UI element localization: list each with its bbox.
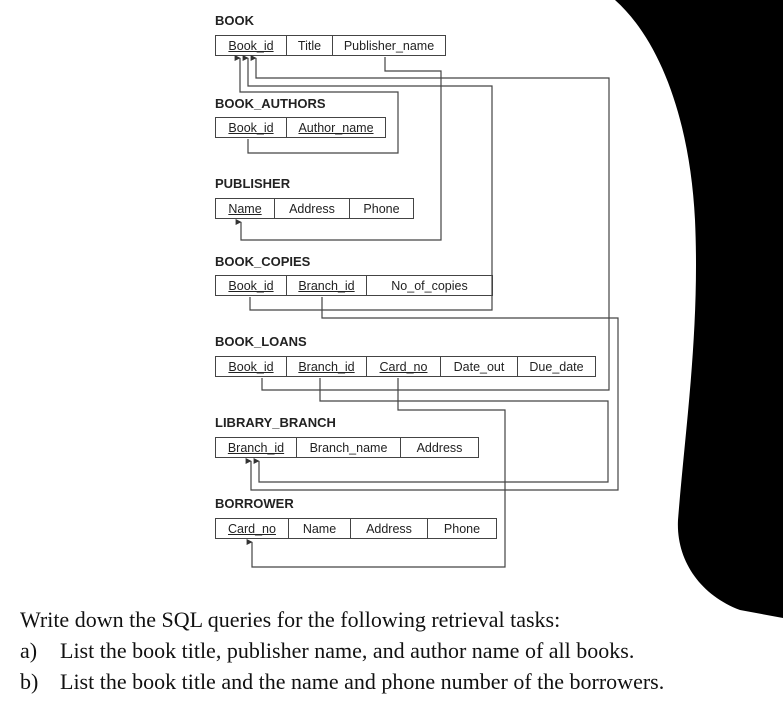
question-b: b) List the book title and the name and p… <box>20 666 664 697</box>
table-borrower: Card_no Name Address Phone <box>215 518 497 539</box>
question-a: a) List the book title, publisher name, a… <box>20 635 664 666</box>
column-date-out: Date_out <box>440 357 517 376</box>
table-name-book-loans: BOOK_LOANS <box>215 334 307 349</box>
column-card-no: Card_no <box>228 521 276 536</box>
column-address: Address <box>400 438 478 457</box>
column-name: Name <box>228 201 262 216</box>
fk-book-loans-book <box>250 55 610 391</box>
fk-book-publisher <box>235 57 442 241</box>
column-name: Name <box>288 519 350 538</box>
table-name-book-authors: BOOK_AUTHORS <box>215 96 326 111</box>
column-phone: Phone <box>349 199 413 218</box>
table-book: Book_id Title Publisher_name <box>215 35 446 56</box>
question-intro: Write down the SQL queries for the follo… <box>20 607 561 632</box>
question-b-label: b) <box>20 669 39 694</box>
column-branch-id: Branch_id <box>286 357 366 376</box>
column-publisher-name: Publisher_name <box>332 36 445 55</box>
table-publisher: Name Address Phone <box>215 198 414 219</box>
table-library-branch: Branch_id Branch_name Address <box>215 437 479 458</box>
question-text: Write down the SQL queries for the follo… <box>20 604 664 697</box>
column-branch-name: Branch_name <box>296 438 400 457</box>
table-name-library-branch: LIBRARY_BRANCH <box>215 415 336 430</box>
question-a-text: List the book title, publisher name, and… <box>60 638 635 663</box>
column-due-date: Due_date <box>517 357 595 376</box>
table-name-book-copies: BOOK_COPIES <box>215 254 311 269</box>
table-name-book: BOOK <box>215 13 254 28</box>
column-book-id: Book_id <box>228 278 274 293</box>
fk-book-authors-book <box>234 55 399 154</box>
column-title: Title <box>286 36 332 55</box>
column-book-id: Book_id <box>228 359 274 374</box>
column-author-name: Author_name <box>286 118 385 137</box>
table-name-publisher: PUBLISHER <box>215 176 291 191</box>
table-book-copies: Book_id Branch_id No_of_copies <box>215 275 493 296</box>
column-phone: Phone <box>427 519 496 538</box>
fk-book-loans-borrower <box>246 378 506 568</box>
question-b-text: List the book title and the name and pho… <box>60 669 665 694</box>
column-book-id: Book_id <box>228 38 274 53</box>
column-book-id: Book_id <box>228 120 274 135</box>
question-a-label: a) <box>20 638 38 663</box>
column-no-of-copies: No_of_copies <box>366 276 492 295</box>
column-branch-id: Branch_id <box>286 276 366 295</box>
fk-book-loans-branch <box>253 378 609 483</box>
fk-book-copies-branch <box>245 297 619 491</box>
column-address: Address <box>350 519 427 538</box>
column-card-no: Card_no <box>366 357 440 376</box>
column-branch-id: Branch_id <box>227 440 285 455</box>
fk-book-copies-book <box>242 55 493 311</box>
table-name-borrower: BORROWER <box>215 496 294 511</box>
table-book-loans: Book_id Branch_id Card_no Date_out Due_d… <box>215 356 596 377</box>
column-address: Address <box>274 199 349 218</box>
table-book-authors: Book_id Author_name <box>215 117 386 138</box>
